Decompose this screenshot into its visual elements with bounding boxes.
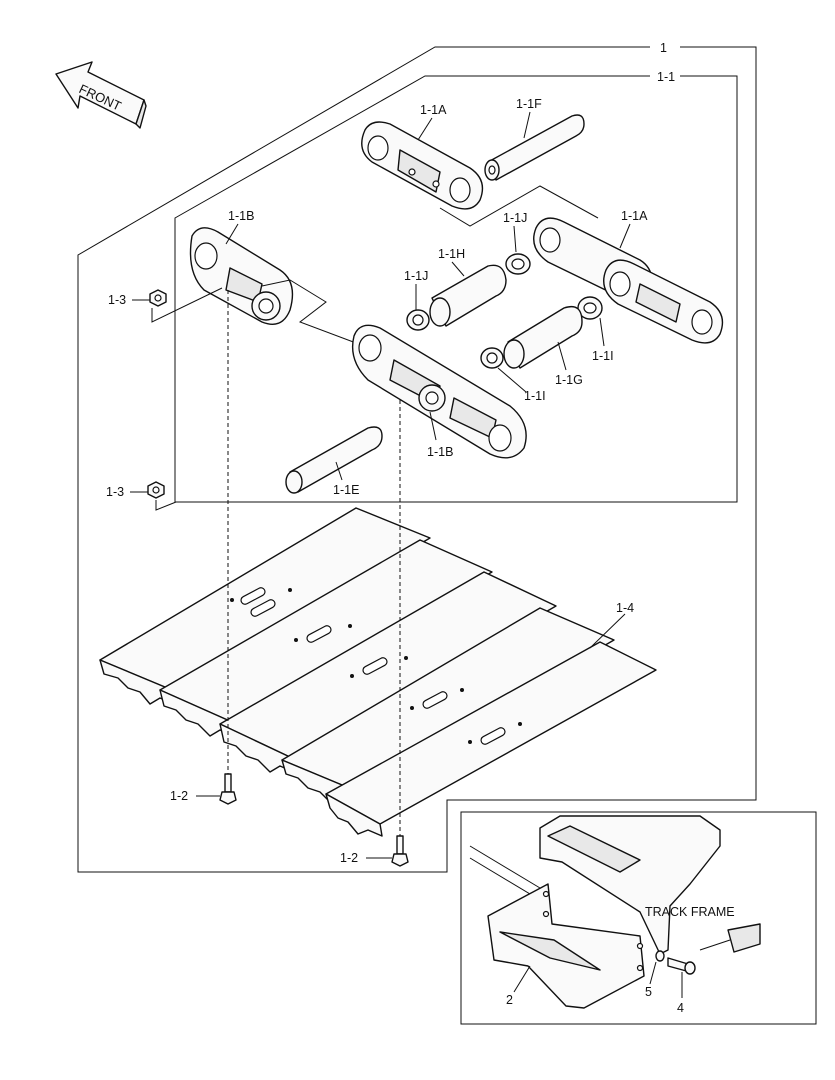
link-1a-top — [361, 121, 484, 210]
link-1b-bottom — [351, 324, 527, 459]
bushing-1h — [429, 264, 507, 327]
bolt-4 — [667, 957, 696, 975]
label-assembly: 1 — [660, 41, 667, 55]
label-seal-1j-left: 1-1J — [404, 269, 428, 283]
bolt-1-2-top — [219, 773, 237, 805]
label-link-assembly: 1-1 — [657, 70, 675, 84]
label-nut-top: 1-3 — [108, 293, 126, 307]
label-seal-1i-mid: 1-1I — [524, 389, 546, 403]
label-pin-1e: 1-1E — [333, 483, 359, 497]
label-nut-bottom: 1-3 — [106, 485, 124, 499]
track-shoes — [99, 507, 657, 837]
label-bolt-bottom: 1-2 — [340, 851, 358, 865]
label-link-1a-top: 1-1A — [420, 103, 447, 117]
bushing-1g — [503, 305, 583, 369]
track-frame — [469, 815, 761, 955]
label-track-frame: TRACK FRAME — [645, 905, 735, 919]
front-arrow: FRONT — [55, 61, 147, 129]
label-seal-1i-right: 1-1I — [592, 349, 614, 363]
link-1b-top — [189, 227, 294, 325]
label-guard-bolt: 4 — [677, 1001, 684, 1015]
guard — [487, 883, 645, 1009]
nut-1-3-bottom — [147, 481, 165, 499]
nut-1-3-top — [149, 289, 167, 307]
pin-1f — [484, 114, 585, 181]
seal-1j-left — [406, 309, 430, 331]
inset-box — [460, 811, 817, 1025]
label-bolt-top: 1-2 — [170, 789, 188, 803]
label-washer: 5 — [645, 985, 652, 999]
label-shoe: 1-4 — [616, 601, 634, 615]
link-1a-right — [533, 217, 724, 344]
label-guard: 2 — [506, 993, 513, 1007]
bolt-1-2-bottom — [391, 835, 409, 867]
label-link-1a-right: 1-1A — [621, 209, 648, 223]
seal-1i-right — [577, 296, 603, 320]
assembly-boundary — [77, 46, 757, 873]
label-seal-1j-top: 1-1J — [503, 211, 527, 225]
pin-1e — [285, 426, 383, 494]
seal-1i-mid — [480, 347, 504, 369]
label-bushing-1g: 1-1G — [555, 373, 583, 387]
washer-5 — [655, 950, 665, 962]
label-bushing-1h: 1-1H — [438, 247, 465, 261]
label-link-1b-bottom: 1-1B — [427, 445, 453, 459]
seal-1j-top — [505, 253, 531, 275]
label-link-1b-top: 1-1B — [228, 209, 254, 223]
label-pin-1f: 1-1F — [516, 97, 542, 111]
